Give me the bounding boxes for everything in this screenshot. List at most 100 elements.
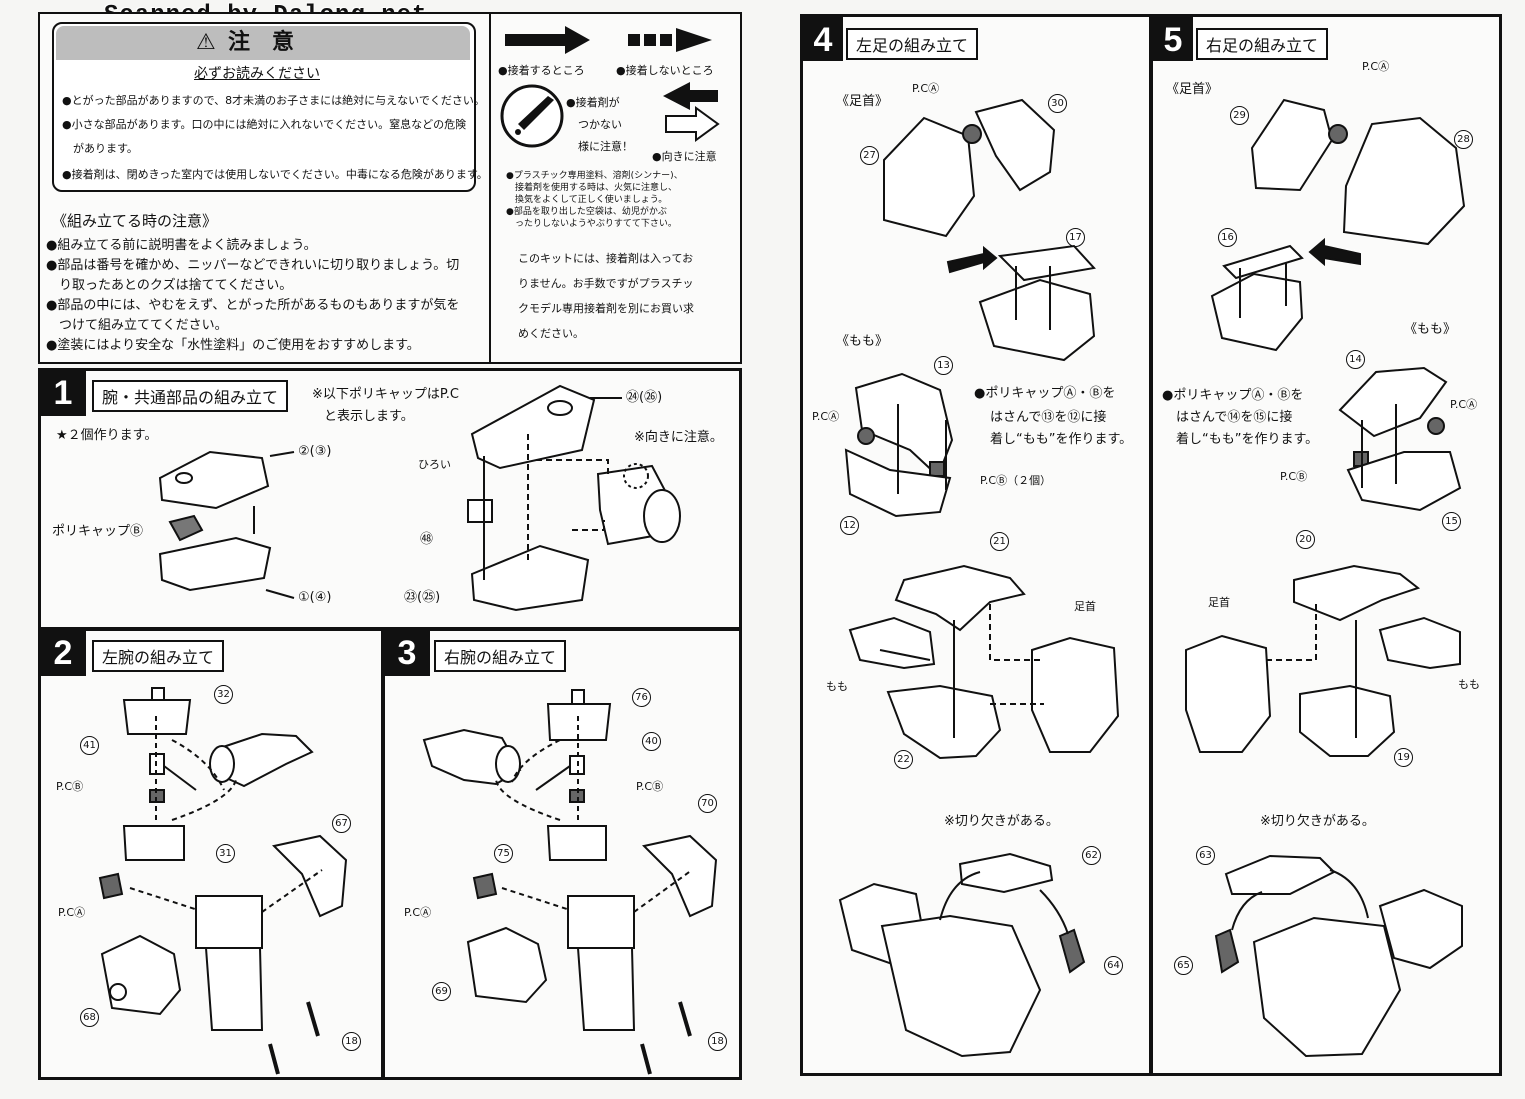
assembly-note: ●部品の中には、やむをえず、とがった所があるものもありますが気を bbox=[46, 298, 460, 313]
part-number-badge: 12 bbox=[840, 516, 859, 535]
part-number-badge: 20 bbox=[1296, 530, 1315, 549]
kit-note: このキットには、接着剤は入ってお bbox=[518, 252, 694, 265]
thigh-instruction: はさんで⑭を⑮に接 bbox=[1176, 410, 1293, 425]
step4-number: 4 bbox=[803, 17, 843, 61]
step1-note: と表示します。 bbox=[324, 409, 414, 424]
legend-direction: ●向きに注意 bbox=[652, 150, 717, 163]
solvent-note: 換気をよくして正しく使いましょう。 bbox=[506, 195, 668, 205]
warning-icon: ⚠ bbox=[196, 30, 216, 55]
part-number-badge: 31 bbox=[216, 844, 235, 863]
step1-number: 1 bbox=[40, 370, 86, 416]
step3-number: 3 bbox=[384, 630, 430, 676]
part-number-badge: 64 bbox=[1104, 956, 1123, 975]
kit-note: クモデル専用接着剤を別にお買い求 bbox=[518, 302, 694, 315]
pc-a-label: P.CⒶ bbox=[912, 82, 940, 95]
part-number-badge: 70 bbox=[698, 794, 717, 813]
part-number-badge: 22 bbox=[894, 750, 913, 769]
part-number-badge: 17 bbox=[1066, 228, 1085, 247]
step4-panel bbox=[800, 14, 1152, 1076]
notch-note: ※切り欠きがある。 bbox=[944, 814, 1059, 829]
pc-a-label: P.CⒶ bbox=[58, 906, 86, 919]
thigh-instruction: はさんで⑬を⑫に接 bbox=[990, 410, 1107, 425]
part-number-badge: 27 bbox=[860, 146, 879, 165]
thigh-section-label: 《もも》 bbox=[836, 334, 889, 349]
step1-make-two: ★２個作ります。 bbox=[56, 428, 158, 443]
notch-note: ※切り欠きがある。 bbox=[1260, 814, 1375, 829]
assembly-note: ●組み立てる前に説明書をよく読みましょう。 bbox=[46, 238, 317, 253]
part-number-badge: 16 bbox=[1218, 228, 1237, 247]
part-number-badge: 69 bbox=[432, 982, 451, 1001]
direction-note: ※向きに注意。 bbox=[634, 430, 723, 445]
pc-a-label: P.CⒶ bbox=[404, 906, 432, 919]
pc-b-label: P.CⒷ（２個） bbox=[980, 474, 1052, 487]
part-number-badge: 65 bbox=[1174, 956, 1193, 975]
kit-note: りません。お手数ですがプラスチッ bbox=[518, 277, 694, 290]
assembly-note: ●部品は番号を確かめ、ニッパーなどできれいに切り取りましょう。切 bbox=[46, 258, 460, 273]
part-number-badge: 29 bbox=[1230, 106, 1249, 125]
part-number-badge: 41 bbox=[80, 736, 99, 755]
wide-label: ひろい bbox=[418, 458, 451, 471]
caution-tag: ちゅうい bbox=[1326, 249, 1363, 259]
caution-header bbox=[56, 26, 470, 60]
kit-note: めください。 bbox=[518, 327, 584, 340]
part-number-badge: 68 bbox=[80, 1008, 99, 1027]
solvent-note: ●プラスチック専用塗料、溶剤(シンナー)、 bbox=[506, 171, 683, 181]
caution-title: 注 意 bbox=[228, 30, 295, 55]
step5-title: 右足の組み立て bbox=[1196, 28, 1329, 60]
caution-subtitle: 必ずお読みください bbox=[194, 66, 320, 82]
part-number: ①(④) bbox=[298, 590, 332, 605]
ankle-section-label: 《足首》 bbox=[1166, 82, 1219, 97]
part-number-badge: 15 bbox=[1442, 512, 1461, 531]
part-number: ②(③) bbox=[298, 444, 332, 459]
polycap-label: ポリキャップⒷ bbox=[52, 524, 144, 539]
step1-note: ※以下ポリキャップはP.C bbox=[312, 387, 459, 402]
assembly-notes-title: 《組み立てる時の注意》 bbox=[52, 212, 218, 230]
part-number-badge: 21 bbox=[990, 532, 1009, 551]
legend-noglue-note: つかない bbox=[578, 118, 622, 131]
thigh-instruction: ●ポリキャップⒶ・Ⓑを bbox=[1162, 388, 1304, 403]
solvent-note: ●部品を取り出した空袋は、幼児がかぶ bbox=[506, 207, 667, 217]
legend-noglue: ●接着しないところ bbox=[616, 64, 714, 77]
thigh-label: もも bbox=[826, 680, 848, 693]
pc-b-label: P.CⒷ bbox=[56, 780, 84, 793]
step2-number: 2 bbox=[40, 630, 86, 676]
step3-title: 右腕の組み立て bbox=[434, 640, 567, 672]
pc-b-label: P.CⒷ bbox=[636, 780, 664, 793]
ankle-label: 足首 bbox=[1074, 600, 1096, 613]
step3-panel bbox=[382, 628, 742, 1080]
solvent-note: ったりしないようやぶりすてて下さい。 bbox=[506, 219, 677, 229]
pc-a-label: P.CⒶ bbox=[1450, 398, 1478, 411]
solvent-note: 接着剤を使用する時は、火気に注意し、 bbox=[506, 183, 678, 193]
ankle-section-label: 《足首》 bbox=[836, 94, 889, 109]
part-number-badge: 13 bbox=[934, 356, 953, 375]
pc-b-label: P.CⒷ bbox=[1280, 470, 1308, 483]
step4-title: 左足の組み立て bbox=[846, 28, 979, 60]
part-number: ㊽ bbox=[420, 532, 434, 547]
caution-line: ●接着剤は、閉めきった室内では使用しないでください。中毒になる危険があります。 bbox=[62, 168, 488, 181]
caution-tag: ちゅうい bbox=[954, 258, 991, 268]
part-number: ㉓(㉕) bbox=[404, 590, 441, 605]
thigh-instruction: 着し“もも”を作ります。 bbox=[1176, 432, 1319, 447]
part-number-badge: 28 bbox=[1454, 130, 1473, 149]
assembly-note: つけて組み立ててください。 bbox=[46, 318, 228, 333]
part-number-badge: 62 bbox=[1082, 846, 1101, 865]
part-number-badge: 30 bbox=[1048, 94, 1067, 113]
legend-noglue-note: 様に注意！ bbox=[578, 140, 633, 153]
part-number-badge: 18 bbox=[708, 1032, 727, 1051]
part-number-badge: 63 bbox=[1196, 846, 1215, 865]
part-number: ㉔(㉖) bbox=[626, 390, 663, 405]
thigh-label: もも bbox=[1458, 678, 1480, 691]
ankle-label: 足首 bbox=[1208, 596, 1230, 609]
legend-noglue-note: ●接着剤が bbox=[566, 96, 620, 109]
divider bbox=[489, 14, 491, 362]
legend-glue: ●接着するところ bbox=[498, 64, 585, 77]
part-number-badge: 18 bbox=[342, 1032, 361, 1051]
part-number-badge: 14 bbox=[1346, 350, 1365, 369]
step2-title: 左腕の組み立て bbox=[92, 640, 225, 672]
part-number-badge: 67 bbox=[332, 814, 351, 833]
pc-a-label: P.CⒶ bbox=[1362, 60, 1390, 73]
assembly-note: り取ったあとのクズは捨ててください。 bbox=[46, 278, 293, 293]
part-number-badge: 76 bbox=[632, 688, 651, 707]
thigh-section-label: 《もも》 bbox=[1404, 322, 1457, 337]
assembly-note: ●塗装にはより安全な「水性塗料」のご使用をおすすめします。 bbox=[46, 338, 420, 353]
